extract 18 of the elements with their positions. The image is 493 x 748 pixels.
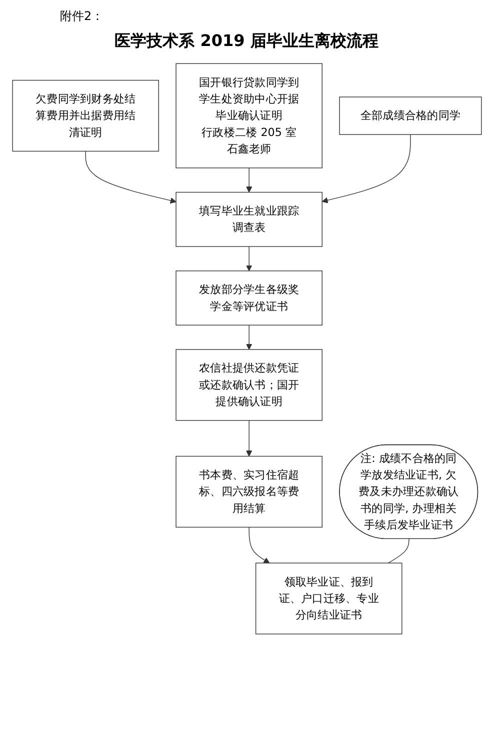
- node-box: 全部成绩合格的同学: [338, 96, 482, 135]
- node-box: 国开银行贷款同学到学生处资助中心开据毕业确认证明 行政楼二楼 205 室石鑫老师: [175, 63, 322, 168]
- arrow: [84, 150, 176, 204]
- node-box: 农信社提供还款凭证或还款确认书；国开提供确认证明: [175, 349, 322, 421]
- connector: [387, 538, 409, 564]
- node-box: 书本费、实习住宿超标、四六级报名等费用结算: [175, 456, 322, 528]
- node-box: 填写毕业生就业跟踪调查表: [175, 192, 322, 247]
- arrow: [321, 134, 410, 204]
- attachment-label: 附件2：: [60, 8, 105, 25]
- node-box: 领取毕业证、报到证、户口迁移、专业分向结业证书: [254, 562, 402, 634]
- diagram-title: 医学技术系 2019 届毕业生离校流程: [114, 31, 380, 52]
- arrow: [246, 246, 252, 272]
- arrow: [248, 526, 270, 564]
- node-box: 发放部分学生各级奖学金等评优证书: [175, 270, 322, 326]
- arrow: [246, 420, 252, 457]
- arrow: [246, 168, 252, 193]
- node-box: 欠费同学到财务处结算费用并出据费用结清证明: [12, 80, 158, 152]
- arrow: [246, 324, 252, 350]
